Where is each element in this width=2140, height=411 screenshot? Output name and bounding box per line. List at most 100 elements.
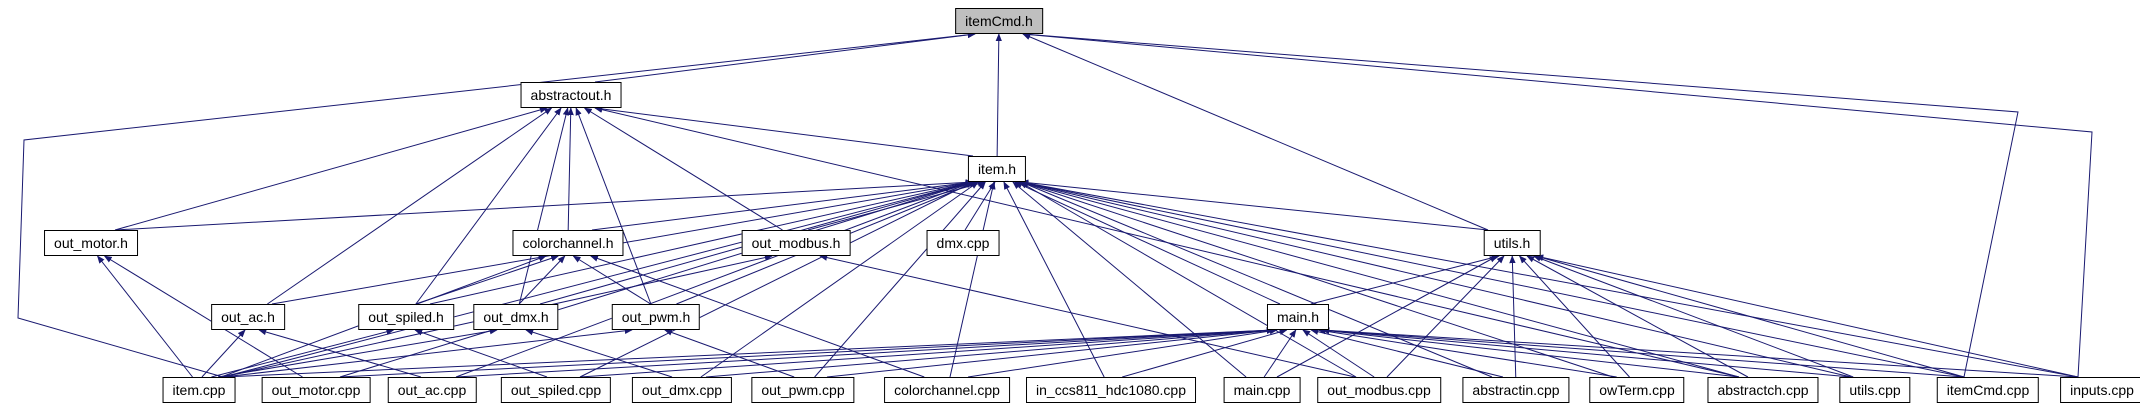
graph-node-main_cpp[interactable]: main.cpp bbox=[1223, 377, 1301, 403]
edge-abstractch_cpp-utils_h bbox=[1526, 255, 1749, 378]
graph-node-item_h[interactable]: item.h bbox=[967, 156, 1027, 182]
edge-in_ccs811_cpp-item_h bbox=[1003, 181, 1105, 378]
edge-main_cpp-item_h bbox=[1012, 181, 1247, 378]
edge-out_motor_h-item_h bbox=[114, 179, 974, 231]
edge-inputs_cpp-itemCmd_h bbox=[1022, 31, 2093, 378]
graph-node-colorchannel_cpp[interactable]: colorchannel.cpp bbox=[884, 377, 1010, 403]
edge-out_modbus_h-abstractout_h bbox=[583, 107, 783, 231]
graph-node-item_cpp[interactable]: item.cpp bbox=[162, 377, 236, 403]
edge-inputs_cpp-utils_h bbox=[1535, 254, 2079, 378]
graph-node-utils_h[interactable]: utils.h bbox=[1483, 230, 1541, 256]
edge-itemCmd_cpp-item_h bbox=[1020, 180, 1965, 378]
graph-node-out_pwm_cpp[interactable]: out_pwm.cpp bbox=[751, 377, 855, 403]
graph-node-out_pwm_h[interactable]: out_pwm.h bbox=[611, 304, 701, 330]
graph-node-out_dmx_h[interactable]: out_dmx.h bbox=[473, 304, 559, 330]
edge-itemCmd_cpp-main_h bbox=[1321, 327, 1965, 378]
edge-out_modbus_cpp-item_h bbox=[1019, 181, 1357, 378]
edge-utils_cpp-utils_h bbox=[1533, 255, 1854, 378]
edge-utils_h-itemCmd_h bbox=[1022, 33, 1489, 231]
edge-in_ccs811_cpp-main_h bbox=[1122, 328, 1288, 378]
graph-node-out_motor_cpp[interactable]: out_motor.cpp bbox=[261, 377, 371, 403]
graph-node-out_dmx_cpp[interactable]: out_dmx.cpp bbox=[631, 377, 733, 403]
edge-out_dmx_cpp-out_dmx_h bbox=[525, 329, 673, 378]
graph-node-out_ac_h[interactable]: out_ac.h bbox=[211, 304, 285, 330]
edge-item_cpp-itemCmd_h bbox=[17, 31, 976, 378]
edge-utils_cpp-main_h bbox=[1321, 327, 1852, 378]
edge-out_dmx_cpp-item_h bbox=[700, 181, 979, 378]
edge-main_h-item_h bbox=[1014, 181, 1281, 305]
edge-out_modbus_cpp-utils_h bbox=[1386, 255, 1505, 378]
edge-abstractin_cpp-item_h bbox=[1020, 181, 1493, 378]
edge-inputs_cpp-item_h bbox=[1020, 180, 2079, 378]
edge-itemCmd_cpp-itemCmd_h bbox=[1022, 31, 2019, 378]
edge-item_cpp-out_pwm_h bbox=[222, 327, 633, 378]
graph-node-out_motor_h[interactable]: out_motor.h bbox=[44, 230, 138, 256]
edge-colorchannel_h-abstractout_h bbox=[567, 107, 574, 231]
edge-inputs_cpp-main_h bbox=[1321, 327, 2079, 378]
graph-node-out_spiled_h[interactable]: out_spiled.h bbox=[358, 304, 454, 330]
graph-node-utils_cpp[interactable]: utils.cpp bbox=[1839, 377, 1911, 403]
edge-out_spiled_cpp-main_h bbox=[579, 327, 1275, 378]
graph-node-main_h[interactable]: main.h bbox=[1266, 304, 1330, 330]
edge-abstractin_cpp-main_h bbox=[1310, 328, 1504, 378]
graph-node-in_ccs811_cpp[interactable]: in_ccs811_hdc1080.cpp bbox=[1026, 377, 1196, 403]
graph-node-dmx_cpp[interactable]: dmx.cpp bbox=[926, 230, 1000, 256]
graph-node-abstractin_cpp[interactable]: abstractin.cpp bbox=[1462, 377, 1570, 403]
graph-node-abstractch_cpp[interactable]: abstractch.cpp bbox=[1707, 377, 1819, 403]
edge-utils_h-item_h bbox=[1020, 179, 1489, 231]
edge-out_ac_cpp-item_h bbox=[455, 181, 974, 378]
edge-out_spiled_cpp-out_spiled_h bbox=[414, 329, 548, 378]
graph-node-itemCmd_cpp[interactable]: itemCmd.cpp bbox=[1936, 377, 2040, 403]
edge-item_cpp-item_h bbox=[222, 180, 974, 378]
graph-node-abstractout_h[interactable]: abstractout.h bbox=[520, 82, 622, 108]
edge-abstractout_h-itemCmd_h bbox=[594, 31, 976, 83]
edge-out_modbus_cpp-out_modbus_h bbox=[819, 254, 1356, 378]
edge-out_spiled_cpp-item_h bbox=[579, 181, 974, 378]
edge-out_dmx_h-colorchannel_h bbox=[518, 255, 566, 305]
graph-node-itemCmd_h[interactable]: itemCmd.h bbox=[955, 8, 1043, 34]
edge-out_spiled_h-item_h bbox=[429, 180, 974, 305]
graph-node-inputs_cpp[interactable]: inputs.cpp bbox=[2060, 377, 2140, 403]
edge-abstractch_cpp-main_h bbox=[1321, 327, 1740, 378]
edge-item_cpp-out_ac_h bbox=[201, 329, 246, 378]
edge-out_dmx_cpp-main_h bbox=[705, 327, 1275, 378]
edge-dmx_cpp-item_h bbox=[964, 181, 996, 231]
graph-node-owTerm_cpp[interactable]: owTerm.cpp bbox=[1589, 377, 1685, 403]
edge-item_h-itemCmd_h bbox=[995, 33, 1002, 157]
edge-colorchannel_cpp-main_h bbox=[967, 327, 1278, 378]
edge-main_h-utils_h bbox=[1310, 254, 1500, 305]
edge-abstractch_cpp-item_h bbox=[1020, 180, 1740, 378]
edge-item_cpp-out_spiled_h bbox=[211, 328, 395, 378]
edge-item_cpp-main_h bbox=[222, 327, 1275, 378]
edge-utils_cpp-item_h bbox=[1020, 180, 1852, 378]
edge-out_pwm_h-colorchannel_h bbox=[572, 255, 651, 305]
edge-item_cpp-out_motor_h bbox=[96, 255, 193, 378]
edge-out_spiled_h-abstractout_h bbox=[415, 107, 562, 305]
graph-node-out_modbus_cpp[interactable]: out_modbus.cpp bbox=[1317, 377, 1441, 403]
edge-out_motor_h-abstractout_h bbox=[114, 106, 548, 231]
edge-itemCmd_cpp-utils_h bbox=[1535, 254, 1965, 378]
edge-out_modbus_cpp-main_h bbox=[1302, 329, 1375, 378]
edge-main_cpp-main_h bbox=[1263, 329, 1297, 378]
edge-out_pwm_h-abstractout_h bbox=[575, 107, 652, 305]
graph-node-out_modbus_h[interactable]: out_modbus.h bbox=[741, 230, 851, 256]
edge-out_pwm_cpp-main_h bbox=[826, 327, 1275, 378]
edge-item_cpp-out_dmx_h bbox=[217, 328, 498, 378]
edge-out_ac_cpp-main_h bbox=[455, 327, 1275, 378]
graph-node-out_ac_cpp[interactable]: out_ac.cpp bbox=[387, 377, 477, 403]
graph-node-colorchannel_h[interactable]: colorchannel.h bbox=[512, 230, 624, 256]
edge-out_pwm_cpp-item_h bbox=[814, 181, 986, 378]
graph-node-out_spiled_cpp[interactable]: out_spiled.cpp bbox=[500, 377, 612, 403]
edge-item_h-abstractout_h bbox=[594, 105, 974, 157]
edge-owTerm_cpp-main_h bbox=[1317, 327, 1617, 378]
edge-owTerm_cpp-utils_h bbox=[1518, 255, 1630, 378]
edge-colorchannel_h-item_h bbox=[591, 179, 974, 231]
edge-colorchannel_cpp-colorchannel_h bbox=[589, 255, 925, 378]
edge-main_cpp-utils_h bbox=[1276, 255, 1498, 378]
edge-out_motor_cpp-out_motor_h bbox=[103, 255, 303, 378]
edge-abstractin_cpp-utils_h bbox=[1509, 255, 1517, 378]
edge-out_motor_cpp-main_h bbox=[339, 327, 1275, 378]
edge-out_pwm_cpp-out_pwm_h bbox=[664, 329, 795, 378]
